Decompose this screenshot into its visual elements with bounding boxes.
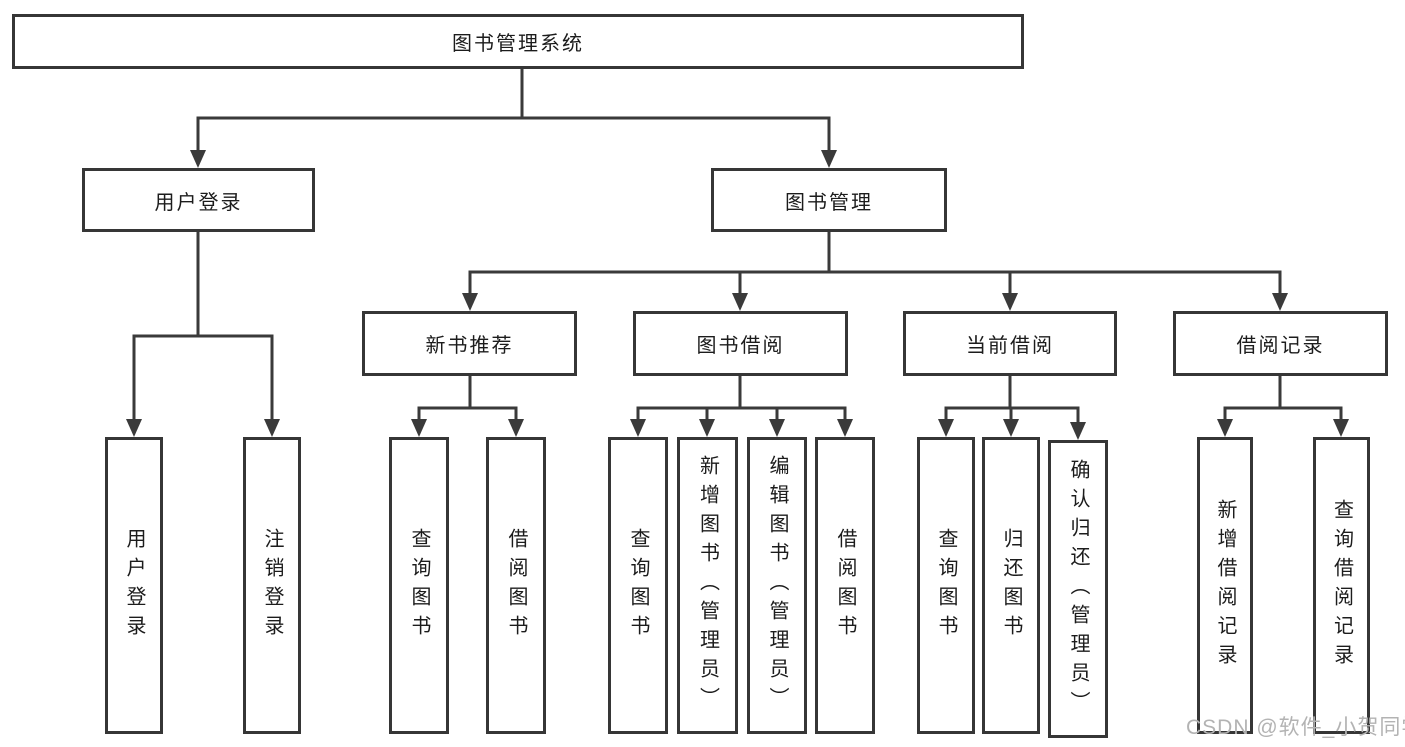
arrow-icon — [264, 419, 280, 437]
leaf-borrowing-edit-book-admin: 编辑图书（管理员） — [747, 437, 807, 734]
connector-bookmgmt-to-level3 — [468, 230, 1282, 295]
leaf-label: 查询图书 — [627, 527, 649, 644]
connector-currentborrow-to-leaves — [944, 374, 1080, 424]
connector-userlogin-to-leaves — [132, 230, 274, 421]
arrow-icon — [411, 419, 427, 437]
leaf-label: 归还图书 — [1000, 527, 1022, 644]
node-user-login: 用户登录 — [82, 168, 315, 232]
leaf-label: 注销登录 — [261, 527, 283, 644]
arrow-icon — [732, 293, 748, 311]
arrow-icon — [938, 419, 954, 437]
arrow-icon — [769, 419, 785, 437]
arrow-icon — [462, 293, 478, 311]
arrow-icon — [699, 419, 715, 437]
node-label: 图书管理 — [785, 191, 873, 214]
arrow-icon — [508, 419, 524, 437]
arrow-icon — [837, 419, 853, 437]
node-label: 当前借阅 — [966, 335, 1054, 357]
leaf-current-return-book: 归还图书 — [982, 437, 1040, 734]
node-current-borrowing: 当前借阅 — [903, 311, 1117, 376]
csdn-watermark: CSDN @软件_小贺同学 — [1186, 716, 1405, 739]
node-label: 图书管理系统 — [452, 33, 584, 55]
arrow-icon — [1070, 422, 1086, 440]
arrow-icon — [1003, 419, 1019, 437]
leaf-current-query-book: 查询图书 — [917, 437, 975, 734]
node-borrowing-records: 借阅记录 — [1173, 311, 1388, 376]
leaf-borrowing-add-book-admin: 新增图书（管理员） — [677, 437, 738, 734]
arrow-icon — [1272, 293, 1288, 311]
connector-records-to-leaves — [1223, 374, 1343, 421]
arrow-icon — [1333, 419, 1349, 437]
leaf-label: 借阅图书 — [505, 527, 527, 644]
leaf-label: 新增借阅记录 — [1214, 498, 1236, 673]
leaf-label: 查询图书 — [935, 527, 957, 644]
arrow-icon — [821, 150, 837, 168]
leaf-borrowing-query-book: 查询图书 — [608, 437, 668, 734]
connector-newbook-to-leaves — [417, 374, 518, 421]
arrowheads — [126, 150, 1349, 440]
leaf-current-confirm-return-admin: 确认归还（管理员） — [1048, 440, 1108, 738]
leaf-query-borrow-record: 查询借阅记录 — [1313, 437, 1370, 734]
node-new-book-recommendation: 新书推荐 — [362, 311, 577, 376]
connector-root-to-level2 — [196, 67, 831, 152]
leaf-logout: 注销登录 — [243, 437, 301, 734]
leaf-add-borrow-record: 新增借阅记录 — [1197, 437, 1253, 734]
leaf-label: 用户登录 — [123, 527, 145, 644]
leaf-label: 编辑图书（管理员） — [766, 455, 788, 716]
leaf-label: 查询图书 — [408, 527, 430, 644]
arrow-icon — [1002, 293, 1018, 311]
node-label: 用户登录 — [154, 191, 243, 214]
arrow-icon — [1217, 419, 1233, 437]
leaf-recommend-query-book: 查询图书 — [389, 437, 449, 734]
node-label: 新书推荐 — [425, 335, 514, 357]
node-library-management-system: 图书管理系统 — [12, 14, 1024, 69]
arrow-icon — [126, 419, 142, 437]
leaf-borrowing-borrow-book: 借阅图书 — [815, 437, 875, 734]
leaf-label: 确认归还（管理员） — [1067, 458, 1089, 720]
node-label: 借阅记录 — [1236, 335, 1325, 357]
leaf-label: 查询借阅记录 — [1330, 498, 1353, 673]
leaf-label: 新增图书（管理员） — [696, 455, 719, 716]
node-book-borrowing: 图书借阅 — [633, 311, 848, 376]
leaf-recommend-borrow-book: 借阅图书 — [486, 437, 546, 734]
node-label: 图书借阅 — [696, 335, 785, 357]
connector-bookborrow-to-leaves — [636, 374, 847, 421]
arrow-icon — [630, 419, 646, 437]
leaf-label: 借阅图书 — [834, 527, 856, 644]
arrow-icon — [190, 150, 206, 168]
leaf-user-login: 用户登录 — [105, 437, 163, 734]
node-book-management: 图书管理 — [711, 168, 947, 232]
